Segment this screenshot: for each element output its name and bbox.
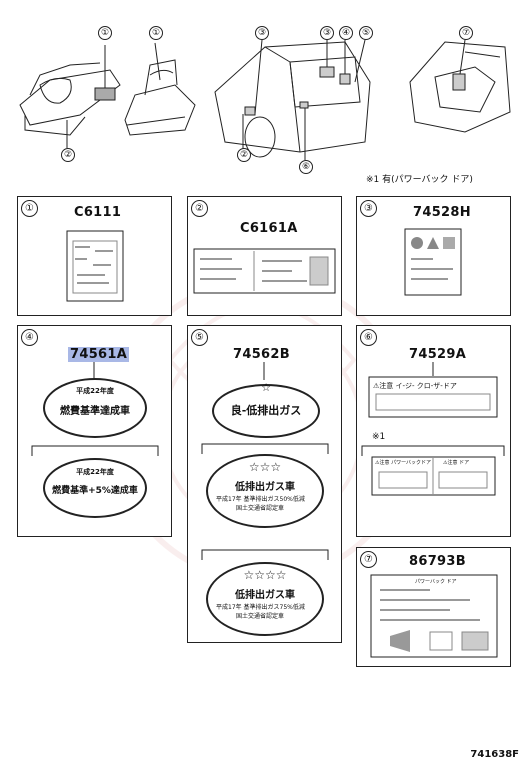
callout-7: ⑦ <box>459 26 473 40</box>
callout-2-mid: ② <box>237 148 251 162</box>
callout-3-left: ③ <box>255 26 269 40</box>
label-illustration <box>66 230 124 302</box>
badge-top-star: ☆ <box>261 381 271 394</box>
part-number: 74528H <box>413 205 471 220</box>
vehicle-interior-illustration <box>409 39 511 133</box>
panel-1: ① C6111 <box>17 196 172 316</box>
badge-mid-stars: ☆☆☆ <box>248 460 282 474</box>
callout-5: ⑤ <box>359 26 373 40</box>
panel-number: ④ <box>21 329 38 346</box>
low-emission-badge-top <box>212 384 320 438</box>
badge-bottom-small-2: 国土交通省認定車 <box>236 613 285 620</box>
badge-mid-text: 低排出ガス車 <box>235 482 295 493</box>
panel-6-note: ※1 <box>372 432 386 442</box>
panel-number: ③ <box>360 200 377 217</box>
part-number: 74561A <box>68 347 130 362</box>
low-emission-badge-bottom <box>206 562 324 636</box>
panel-3: ③ 74528H <box>356 196 511 316</box>
badge-mid-small-1: 平成17年 基準排出ガス50%低減 <box>216 496 305 503</box>
panel-number: ⑥ <box>360 329 377 346</box>
callout-3-right: ③ <box>320 26 334 40</box>
bracket <box>201 549 329 560</box>
callout-1-left: ① <box>98 26 112 40</box>
easy-closer-label <box>368 376 498 418</box>
leader-line <box>263 362 265 380</box>
panel-7-top-text: パワーバック ドア <box>415 579 457 585</box>
easy-closer-text: ⚠注意 イ-ジ- クロ-ザ-ドア <box>373 382 457 390</box>
badge-bottom-text: 低排出ガス車 <box>235 590 295 601</box>
panel-6: ⑥ 74529A ⚠注意 イ-ジ- クロ-ザ-ドア ※1 ⚠注意 パワーバックド… <box>356 325 511 537</box>
part-number: 74562B <box>233 347 290 362</box>
diagram-code: 741638F <box>470 749 519 760</box>
panel-number: ① <box>21 200 38 217</box>
bracket <box>201 443 329 454</box>
panel-5: ⑤ 74562B ☆ 良-低排出ガス ☆☆☆ 低排出ガス車 平成17年 基準排出… <box>187 325 342 643</box>
badge-bottom-year: 平成22年度 <box>76 468 114 476</box>
vehicle-seat-illustration-2 <box>124 42 196 136</box>
callout-2-left: ② <box>61 148 75 162</box>
label-illustration <box>193 248 336 294</box>
part-number: C6111 <box>74 205 122 220</box>
part-number: 74529A <box>409 347 467 362</box>
part-number: C6161A <box>240 221 298 236</box>
bracket <box>31 445 159 456</box>
power-back-door-note: ※1 有(パワーバック ドア) <box>366 175 473 185</box>
callout-1-right: ① <box>149 26 163 40</box>
fuel-standard-badge-top <box>43 378 147 438</box>
leader-line <box>432 362 434 376</box>
badge-top-text: 良-低排出ガス <box>230 404 302 417</box>
panel-number: ② <box>191 200 208 217</box>
callout-6: ⑥ <box>299 160 313 174</box>
badge-bottom-stars: ☆☆☆☆ <box>243 568 287 582</box>
badge-top-text: 燃費基準達成車 <box>60 406 130 417</box>
badge-bottom-text: 燃費基準+5%達成車 <box>52 486 138 496</box>
panel-4: ④ 74561A 平成22年度 燃費基準達成車 平成22年度 燃費基準+5%達成… <box>17 325 172 537</box>
part-number: 86793B <box>409 554 466 569</box>
vehicle-seat-illustration-1 <box>19 45 121 148</box>
power-back-door-text-right: ⚠注意 ドア <box>443 460 470 466</box>
callout-4: ④ <box>339 26 353 40</box>
power-back-door-text-left: ⚠注意 パワーバックドア <box>375 460 432 466</box>
panel-2: ② C6161A <box>187 196 342 316</box>
panel-7: ⑦ 86793B パワーバック ドア <box>356 547 511 667</box>
panel-number: ⑤ <box>191 329 208 346</box>
badge-mid-small-2: 国土交通省認定車 <box>236 505 285 512</box>
fuel-standard-badge-bottom <box>43 458 147 518</box>
power-back-door-label <box>371 456 496 496</box>
badge-top-year: 平成22年度 <box>76 387 114 395</box>
vehicle-rear-illustration <box>214 39 371 160</box>
bracket <box>361 445 505 456</box>
label-illustration <box>370 574 498 658</box>
panel-number: ⑦ <box>360 551 377 568</box>
label-illustration <box>404 228 462 296</box>
badge-bottom-small-1: 平成17年 基準排出ガス75%低減 <box>216 604 305 611</box>
low-emission-badge-mid <box>206 454 324 528</box>
